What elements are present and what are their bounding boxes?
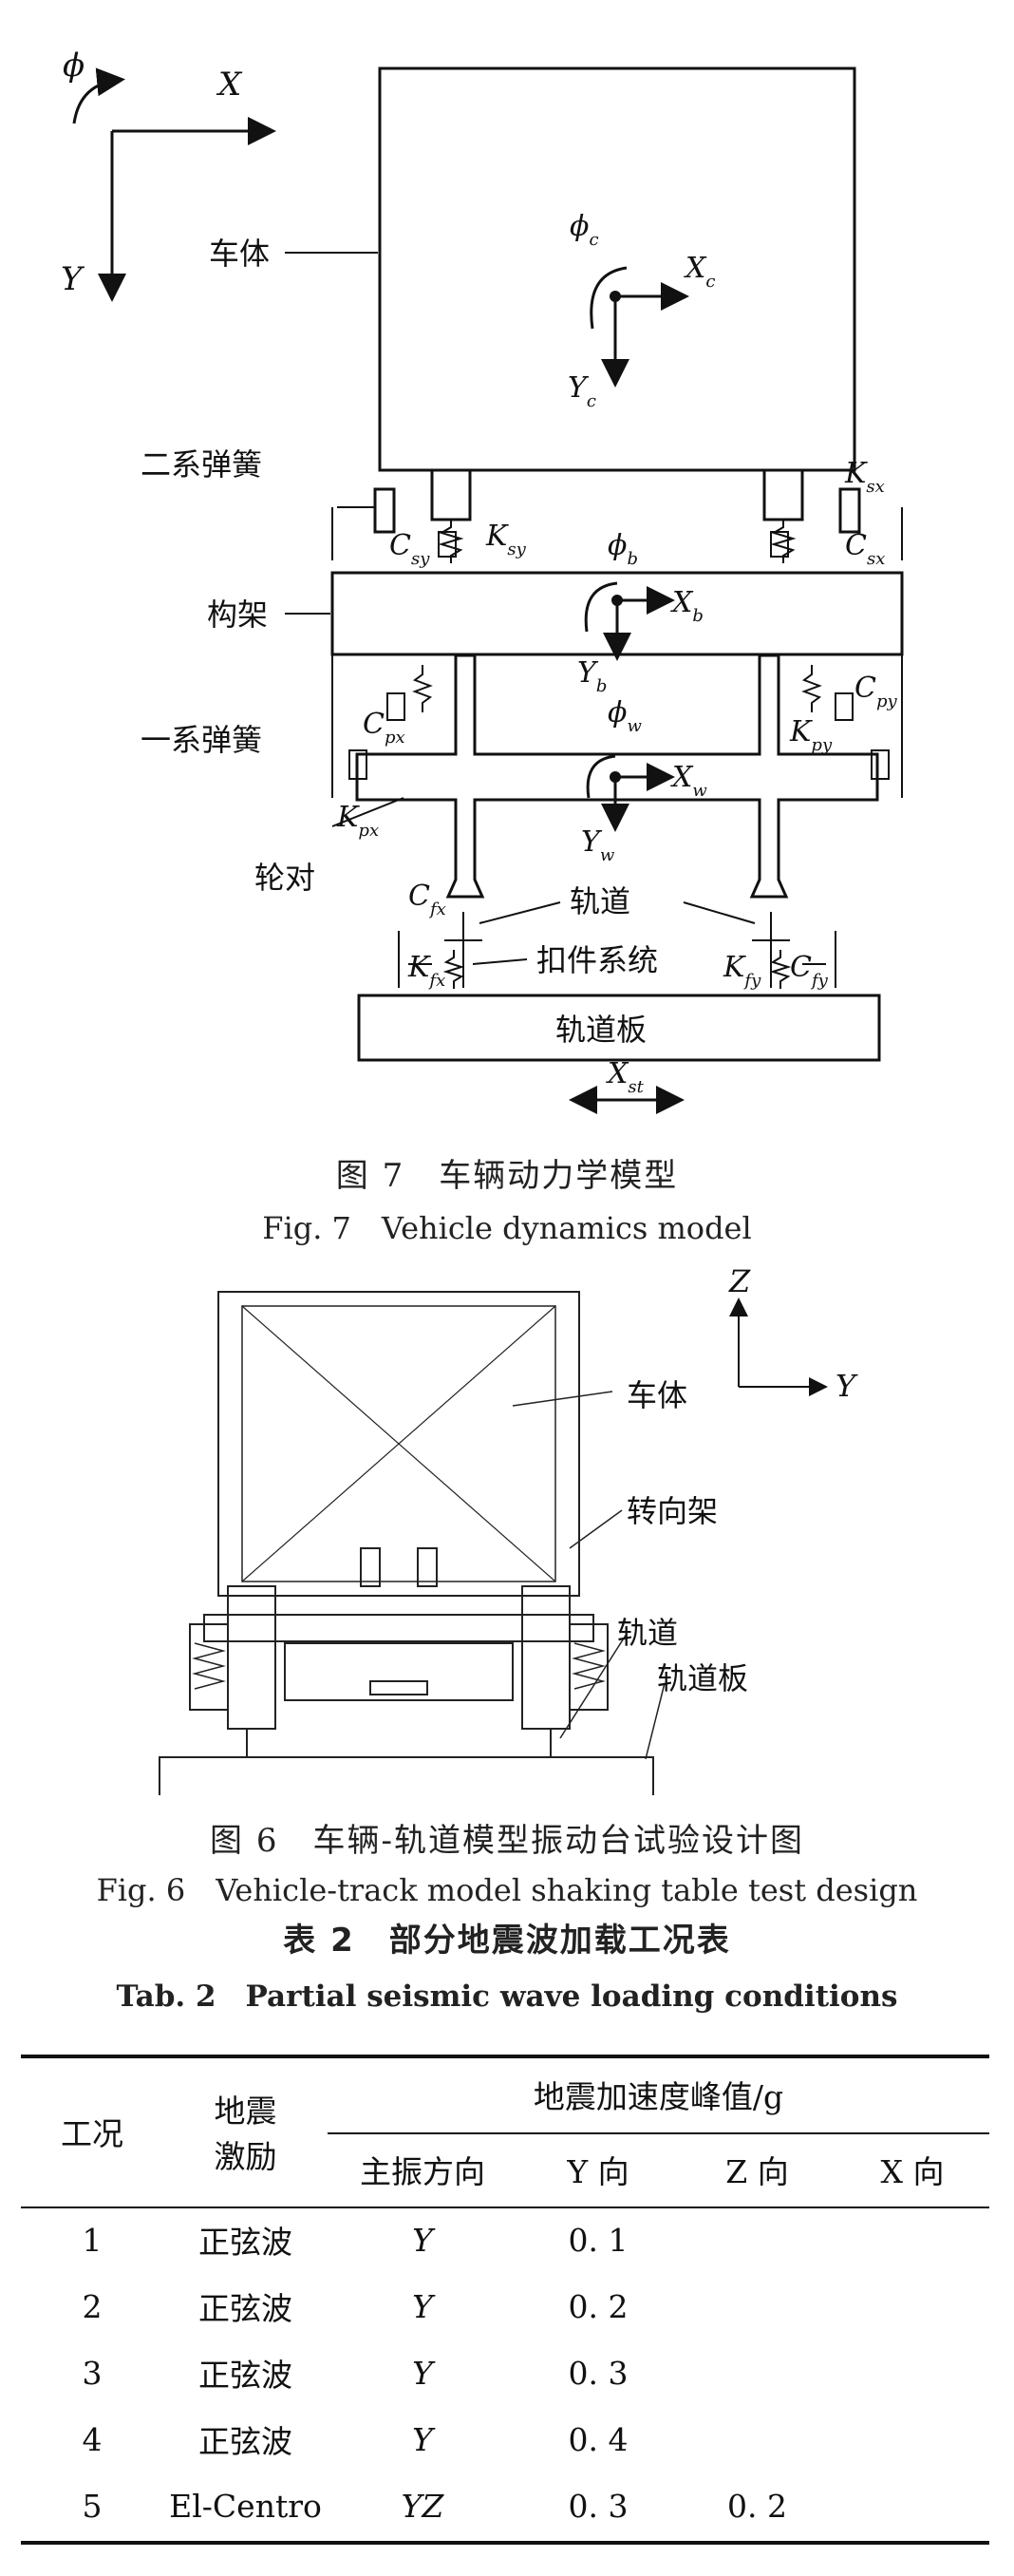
primary-spring-label: 一系弹簧 <box>141 722 262 758</box>
cell-main-direction: Y <box>412 2354 433 2392</box>
cell-excitation: El-Centro <box>169 2487 322 2525</box>
c-fx-symbol: Cfx <box>408 880 446 919</box>
phi-w-symbol: ϕw <box>608 696 642 736</box>
cell-excitation: 正弦波 <box>198 2423 292 2460</box>
cell-main-direction: Y <box>412 2420 433 2458</box>
x-st-symbol: Xst <box>606 1057 645 1097</box>
cell-case: 5 <box>82 2487 103 2525</box>
phi-b-symbol: ϕb <box>608 529 638 569</box>
k-fx-symbol: Kfx <box>407 951 445 991</box>
header-main-direction: 主振方向 <box>360 2153 485 2190</box>
phi-label: ϕ <box>63 47 84 85</box>
car-body-label: 车体 <box>627 1377 687 1413</box>
header-excitation: 地震激励 <box>214 2093 277 2175</box>
cell-y: 0. 1 <box>568 2221 629 2259</box>
cell-excitation: 正弦波 <box>198 2290 292 2327</box>
k-sy-symbol: Ksy <box>485 520 527 559</box>
table-bottom-rule <box>21 2541 989 2545</box>
cell-x <box>836 2273 989 2339</box>
cell-main-direction: Y <box>412 2221 433 2259</box>
header-peak-accel: 地震加速度峰值/g <box>533 2078 784 2115</box>
cell-x <box>836 2339 989 2406</box>
figure7-caption-zh: 图 7 车辆动力学模型 <box>335 1157 679 1195</box>
table-row: 5 El-Centro YZ 0. 3 0. 2 <box>21 2472 989 2539</box>
track-slab-label: 轨道板 <box>555 1012 647 1048</box>
y-axis-label: Y <box>61 260 85 298</box>
cell-case: 4 <box>82 2420 103 2458</box>
frame-label: 构架 <box>207 597 268 633</box>
phi-c-symbol: ϕc <box>570 210 599 250</box>
fastener-system-label: 扣件系统 <box>536 942 658 978</box>
table-header-row: 工况 地震激励 地震加速度峰值/g <box>21 2056 989 2175</box>
k-fy-symbol: Kfy <box>723 951 761 991</box>
secondary-spring-label: 二系弹簧 <box>141 446 262 483</box>
loading-conditions-table: 工况 地震激励 地震加速度峰值/g 主振方向 Y 向 Z 向 X 向 1 正弦波… <box>21 2056 989 2539</box>
bogie-label: 转向架 <box>627 1493 718 1529</box>
track-slab-label: 轨道板 <box>657 1660 748 1696</box>
table2-caption-en: Tab. 2 Partial seismic wave loading cond… <box>116 1979 898 2014</box>
y-axis-label: Y <box>836 1368 858 1404</box>
cell-x <box>836 2406 989 2472</box>
y-b-symbol: Yb <box>577 656 607 696</box>
header-x-direction: X 向 <box>880 2153 945 2190</box>
wheelset-label: 轮对 <box>254 860 315 896</box>
shaking-table-design-figure: 车体 转向架 轨道 轨道板 Z Y <box>159 1263 858 1795</box>
cell-x <box>836 2472 989 2539</box>
c-fy-symbol: Cfy <box>790 951 829 991</box>
cell-excitation: 正弦波 <box>198 2224 292 2261</box>
cell-y: 0. 4 <box>568 2420 629 2458</box>
cell-excitation: 正弦波 <box>198 2357 292 2394</box>
rail-label: 轨道 <box>570 883 630 919</box>
cell-main-direction: YZ <box>401 2487 444 2525</box>
cell-main-direction: Y <box>412 2287 433 2325</box>
table-subheader-row: 主振方向 Y 向 Z 向 X 向 <box>21 2132 989 2207</box>
table-header-rule <box>21 2207 989 2208</box>
table-top-rule <box>21 2055 989 2058</box>
car-body-label: 车体 <box>209 236 270 272</box>
table-row: 3 正弦波 Y 0. 3 <box>21 2339 989 2406</box>
cell-z <box>679 2207 836 2273</box>
rail-label: 轨道 <box>617 1615 678 1651</box>
figure6-caption-zh: 图 6 车辆-轨道模型振动台试验设计图 <box>210 1822 804 1860</box>
table-row: 2 正弦波 Y 0. 2 <box>21 2273 989 2339</box>
cell-case: 2 <box>82 2287 103 2325</box>
cell-y: 0. 3 <box>568 2487 629 2525</box>
cell-z <box>679 2273 836 2339</box>
cell-y: 0. 2 <box>568 2287 629 2325</box>
cell-z <box>679 2339 836 2406</box>
cell-x <box>836 2207 989 2273</box>
cell-case: 1 <box>82 2221 103 2259</box>
vehicle-dynamics-model-figure: ϕ X Y 车体 二系弹簧 构架 一系弹簧 轮对 轨道 扣件系统 轨道板 ϕc … <box>61 47 904 1114</box>
table-group-rule <box>328 2132 989 2134</box>
x-c-symbol: Xc <box>684 252 715 292</box>
x-w-symbol: Xw <box>670 761 707 801</box>
table-row: 4 正弦波 Y 0. 4 <box>21 2406 989 2472</box>
x-b-symbol: Xb <box>670 586 704 626</box>
header-z-direction: Z 向 <box>725 2153 789 2190</box>
figure7-caption-en: Fig. 7 Vehicle dynamics model <box>262 1210 752 1246</box>
k-py-symbol: Kpy <box>789 715 833 755</box>
z-axis-label: Z <box>728 1263 751 1299</box>
header-case: 工况 <box>61 2115 123 2152</box>
x-axis-label: X <box>216 66 243 104</box>
c-sx-symbol: Csx <box>845 529 885 569</box>
cell-z: 0. 2 <box>727 2487 787 2525</box>
c-px-symbol: Cpx <box>363 708 405 748</box>
table2-caption-zh: 表 2 部分地震波加载工况表 <box>283 1922 731 1960</box>
c-sy-symbol: Csy <box>389 529 430 569</box>
figure6-caption-en: Fig. 6 Vehicle-track model shaking table… <box>96 1872 918 1908</box>
cell-case: 3 <box>82 2354 103 2392</box>
c-py-symbol: Cpy <box>854 672 897 711</box>
table-row: 1 正弦波 Y 0. 1 <box>21 2207 989 2273</box>
cell-z <box>679 2406 836 2472</box>
y-c-symbol: Yc <box>568 371 596 411</box>
k-sx-symbol: Ksx <box>844 457 885 497</box>
y-w-symbol: Yw <box>581 825 615 865</box>
header-y-direction: Y 向 <box>567 2153 629 2190</box>
k-px-symbol: Kpx <box>336 801 379 841</box>
cell-y: 0. 3 <box>568 2354 629 2392</box>
